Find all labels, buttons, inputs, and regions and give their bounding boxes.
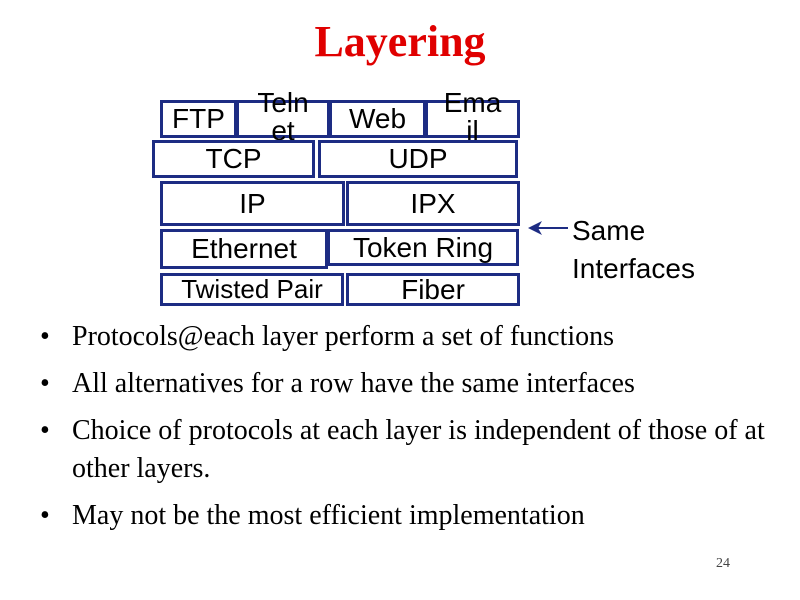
side-label-line2: Interfaces bbox=[572, 253, 695, 284]
box-ftp: FTP bbox=[160, 100, 237, 138]
bullet-item: All alternatives for a row have the same… bbox=[40, 365, 780, 403]
box-ethernet: Ethernet bbox=[160, 229, 328, 269]
box-udp: UDP bbox=[318, 140, 518, 178]
slide-title: Layering bbox=[314, 17, 486, 66]
box-email-label: Email bbox=[443, 87, 502, 146]
box-twisted-pair: Twisted Pair bbox=[160, 273, 344, 306]
box-ipx: IPX bbox=[346, 181, 520, 226]
box-ip: IP bbox=[160, 181, 345, 226]
box-telnet: Telnet bbox=[236, 89, 330, 145]
box-fiber: Fiber bbox=[346, 273, 520, 306]
same-interfaces-label: Same Interfaces bbox=[572, 212, 695, 288]
box-tcp: TCP bbox=[152, 140, 315, 178]
box-token-ring: Token Ring bbox=[327, 229, 519, 266]
bullet-item: Choice of protocols at each layer is ind… bbox=[40, 412, 780, 488]
bullet-item: May not be the most efficient implementa… bbox=[40, 497, 780, 535]
page-number: 24 bbox=[716, 556, 730, 571]
left-arrow-icon bbox=[528, 221, 568, 235]
bullet-item: Protocols@each layer perform a set of fu… bbox=[40, 318, 780, 356]
box-telnet-label: Telnet bbox=[257, 87, 309, 146]
box-web: Web bbox=[329, 100, 426, 138]
box-email: Email bbox=[425, 89, 520, 145]
bullet-list: Protocols@each layer perform a set of fu… bbox=[40, 318, 780, 544]
side-label-line1: Same bbox=[572, 215, 646, 246]
